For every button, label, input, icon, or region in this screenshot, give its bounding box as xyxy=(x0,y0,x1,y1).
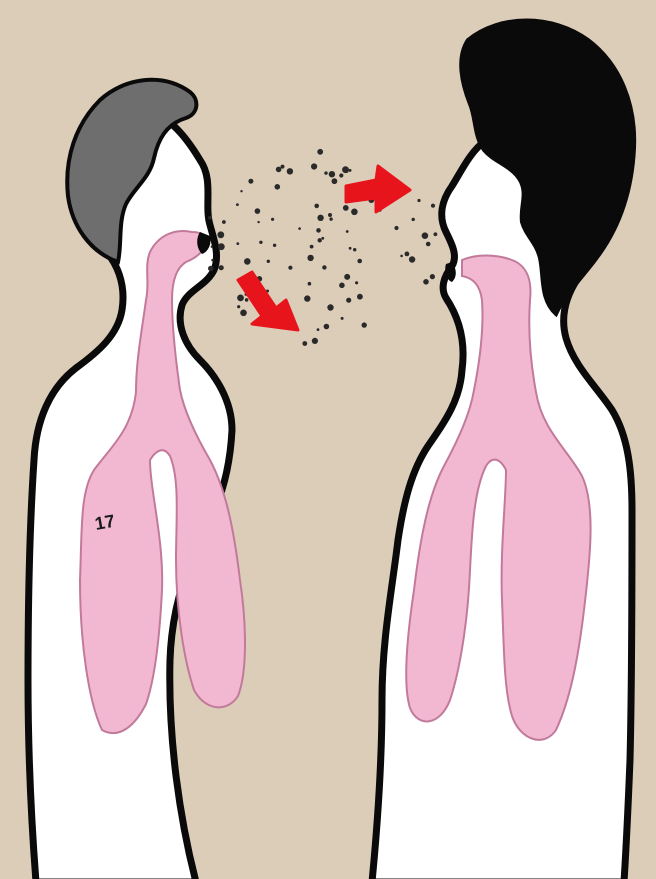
left-person-lesion-label: 17 xyxy=(93,511,116,534)
droplet xyxy=(288,266,292,270)
droplet xyxy=(345,169,349,173)
droplet xyxy=(322,265,326,269)
droplet xyxy=(245,298,249,302)
droplet xyxy=(349,247,352,250)
droplet xyxy=(422,232,429,239)
droplet xyxy=(346,230,349,233)
droplet xyxy=(276,167,282,173)
droplet xyxy=(302,341,307,346)
droplet xyxy=(310,245,314,249)
droplet xyxy=(324,171,327,174)
droplet xyxy=(211,259,214,262)
droplet xyxy=(346,298,351,303)
droplet xyxy=(208,266,213,271)
droplet xyxy=(349,169,352,172)
droplet xyxy=(317,215,323,221)
droplet xyxy=(287,168,293,174)
droplet xyxy=(275,184,281,190)
droplet xyxy=(218,243,225,250)
droplet xyxy=(259,241,262,244)
droplet xyxy=(430,274,435,279)
droplet xyxy=(304,295,310,301)
droplet xyxy=(353,248,356,251)
droplet xyxy=(343,205,349,211)
droplet xyxy=(211,246,213,248)
droplet xyxy=(219,265,224,270)
droplet xyxy=(240,190,242,192)
droplet xyxy=(400,255,403,258)
droplet xyxy=(316,228,321,233)
droplet xyxy=(217,231,224,238)
droplet xyxy=(339,173,343,177)
droplet xyxy=(405,252,410,257)
droplet xyxy=(328,213,332,217)
droplet xyxy=(344,274,350,280)
droplet xyxy=(321,237,324,240)
droplet xyxy=(324,324,330,330)
droplet xyxy=(240,310,247,317)
droplet xyxy=(318,238,322,242)
droplet xyxy=(357,259,362,264)
droplet xyxy=(394,226,398,230)
droplet xyxy=(237,295,244,302)
droplet xyxy=(273,244,276,247)
droplet xyxy=(317,149,323,155)
droplet xyxy=(329,217,332,220)
droplet xyxy=(329,171,335,177)
droplet xyxy=(281,165,285,169)
droplet xyxy=(409,256,415,262)
droplet xyxy=(308,282,312,286)
droplet xyxy=(236,242,239,245)
droplet xyxy=(312,338,318,344)
droplet xyxy=(341,317,344,320)
droplet xyxy=(311,163,317,169)
droplet xyxy=(355,281,358,284)
droplet xyxy=(208,216,212,220)
droplet xyxy=(222,220,226,224)
droplet xyxy=(426,242,431,247)
droplet xyxy=(248,179,253,184)
droplet xyxy=(271,218,274,221)
droplet xyxy=(244,258,251,265)
droplet xyxy=(412,218,415,221)
droplet xyxy=(417,199,420,202)
droplet xyxy=(237,305,240,308)
droplet xyxy=(267,260,270,263)
droplet xyxy=(332,178,338,184)
droplet xyxy=(298,227,301,230)
droplet xyxy=(423,279,429,285)
droplet xyxy=(317,328,320,331)
droplet xyxy=(357,294,363,300)
droplet xyxy=(362,322,367,327)
droplet xyxy=(307,255,313,261)
droplet xyxy=(339,283,345,289)
droplet xyxy=(255,208,261,214)
droplet xyxy=(434,232,438,236)
droplet xyxy=(351,209,358,216)
droplet xyxy=(257,221,259,223)
droplet xyxy=(314,204,319,209)
droplet xyxy=(431,204,435,208)
droplet xyxy=(236,203,239,206)
droplet xyxy=(327,304,333,310)
